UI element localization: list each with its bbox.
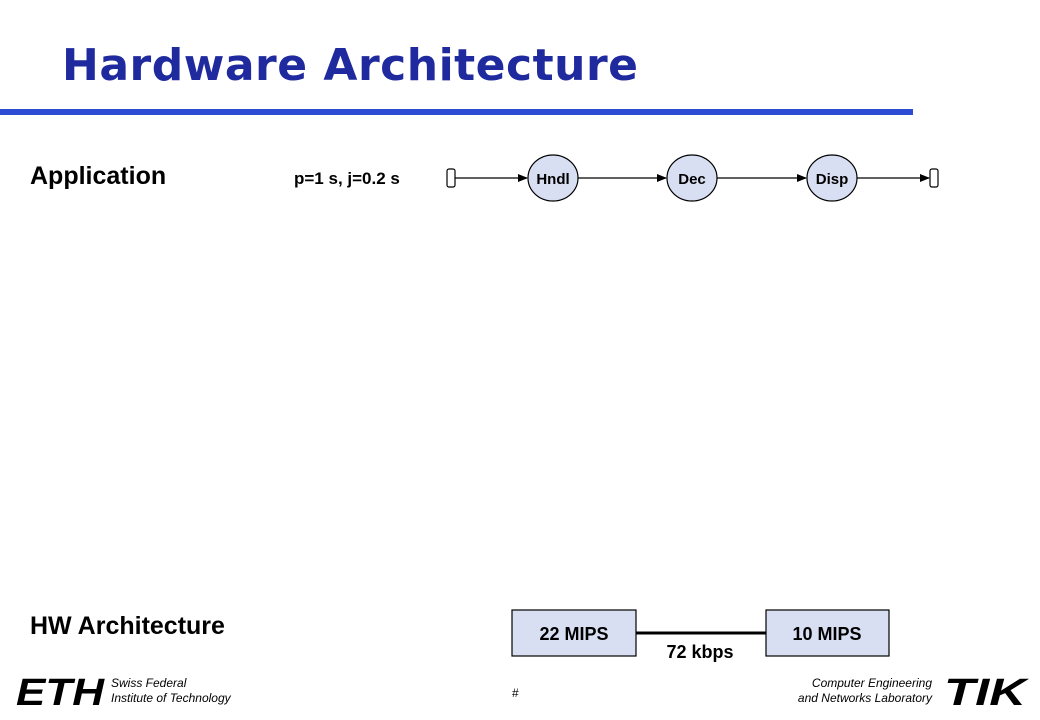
- cpu-10-mips: [765, 609, 890, 657]
- cpu-22-mips: [511, 609, 637, 657]
- page-title: Hardware Architecture: [62, 40, 639, 91]
- application-label: Application: [30, 162, 167, 190]
- task-hndl-label: Hndl: [536, 171, 569, 188]
- footer-lab: Computer Engineering and Networks Labora…: [760, 676, 932, 706]
- stream-spec-label: p=1 s, j=0.2 s: [294, 169, 400, 188]
- footer-institution: Swiss Federal Institute of Technology: [111, 676, 231, 706]
- hw-architecture-label: HW Architecture: [30, 612, 225, 640]
- source-port: [446, 168, 456, 188]
- task-disp-label: Disp: [816, 171, 849, 188]
- sink-port: [929, 168, 939, 188]
- tik-logo: TIK: [944, 672, 1029, 714]
- cpu-10-mips-label: 10 MIPS: [792, 624, 861, 644]
- footer-lab-line2: and Networks Laboratory: [797, 691, 932, 705]
- task-dec-label: Dec: [678, 171, 706, 188]
- cpu-22-mips-label: 22 MIPS: [539, 624, 608, 644]
- footer-institution-line1: Swiss Federal: [111, 676, 187, 690]
- footer-lab-line1: Computer Engineering: [811, 676, 932, 690]
- footer-institution-line2: Institute of Technology: [111, 691, 231, 705]
- title-underline: [0, 109, 913, 115]
- page-number: #: [512, 686, 519, 700]
- eth-logo: ETH: [16, 672, 106, 714]
- bus-bandwidth-label: 72 kbps: [666, 642, 733, 662]
